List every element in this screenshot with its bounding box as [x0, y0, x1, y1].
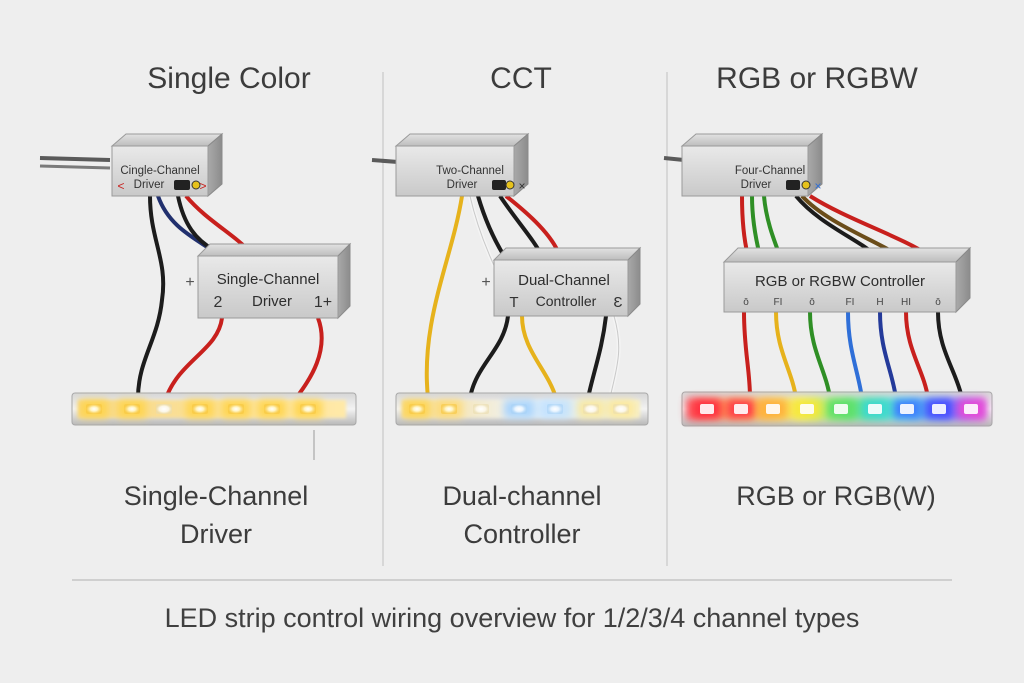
led-cores [86, 404, 316, 414]
marker-left: < [117, 179, 124, 193]
bottom-label-line: Dual-channel [442, 481, 602, 511]
led-cores [700, 404, 978, 414]
mid-label-line2: Controller [536, 293, 597, 309]
driver-label-line2: Driver [447, 179, 478, 191]
mid-side-marker: + [185, 274, 194, 291]
wire-black [794, 194, 878, 258]
wire-yellow [774, 311, 798, 399]
mid-label-line1: Single-Channel [217, 271, 320, 288]
column-title-rgb: RGB or RGBW [716, 62, 918, 95]
column-single-color: Cingle-Channel Driver < > Single-Channel… [39, 132, 357, 460]
driver-label-line2: Driver [741, 179, 772, 191]
input-cable [371, 158, 399, 164]
wire-black [498, 194, 544, 257]
led-cores [409, 404, 629, 414]
input-cable [663, 156, 685, 162]
marker-right: > [199, 179, 206, 193]
wire-black [468, 315, 510, 399]
wire-black [936, 311, 964, 399]
mid-controller-box: Dual-Channel Controller T Ɛ + [481, 246, 642, 318]
bottom-label-rgb: RGB or RGB(W) [686, 477, 986, 515]
wire-navy [878, 311, 898, 399]
rgb-controller-box: RGB or RGBW Controller ō FI ō FI H HI ō [722, 246, 972, 314]
wire-red [740, 195, 750, 257]
marker-right: × [518, 179, 525, 193]
svg-text:HI: HI [901, 297, 911, 308]
top-driver-box: Four-Channel Driver × [680, 132, 824, 198]
mid-marker-right: Ɛ [613, 294, 622, 311]
wire-blue [846, 311, 864, 399]
driver-label-line1: Four-Channel [735, 165, 805, 177]
wire-yellow [520, 315, 558, 399]
wire-red [294, 317, 324, 400]
wire-brown [800, 194, 902, 258]
wire-green [762, 195, 782, 257]
wire-black [586, 315, 608, 399]
top-driver-box: Two-Channel Driver × [394, 132, 530, 198]
driver-label-line1: Two-Channel [436, 165, 504, 177]
svg-text:ō: ō [743, 297, 749, 308]
column-title-single-color: Single Color [147, 62, 311, 95]
input-cable [39, 164, 111, 170]
bottom-label-line: RGB or RGB(W) [736, 481, 936, 511]
wire-green [808, 311, 832, 399]
bottom-label-line: Driver [180, 519, 252, 549]
led-strip-cct [395, 392, 649, 426]
bottom-label-dual: Dual-channel Controller [372, 477, 672, 553]
mid-marker-left: T [509, 294, 518, 311]
wire-white-edge [609, 315, 620, 399]
wire-red [504, 194, 562, 257]
mid-side-marker: + [481, 274, 490, 291]
led-strip-single-color [71, 392, 357, 460]
wire-green [750, 195, 762, 257]
bottom-label-single: Single-Channel Driver [66, 477, 366, 553]
mid-label-line2: Driver [252, 293, 292, 310]
marker-right: × [814, 179, 821, 193]
svg-text:H: H [876, 297, 883, 308]
mid-driver-box: Single-Channel Driver 2 1+ + [185, 242, 352, 320]
top-driver-box: Cingle-Channel Driver < > [110, 132, 224, 198]
mid-marker-right: 1+ [314, 294, 332, 311]
mid-marker-left: 2 [214, 294, 223, 311]
mid-label-line1: Dual-Channel [518, 272, 610, 289]
wire-yellow [424, 195, 464, 399]
svg-text:FI: FI [846, 297, 855, 308]
svg-text:ō: ō [809, 297, 815, 308]
driver-label-line1: Cingle-Channel [120, 165, 199, 177]
footer-caption: LED strip control wiring overview for 1/… [164, 603, 860, 633]
input-cable [39, 156, 111, 162]
controller-label: RGB or RGBW Controller [755, 273, 925, 290]
wire-red [904, 311, 930, 399]
terminal-markers: ō FI ō FI H HI ō [743, 297, 941, 308]
led-strip-rgb [681, 391, 993, 427]
column-rgb: Four-Channel Driver × RGB or RGBW Contro… [663, 132, 993, 427]
svg-text:FI: FI [774, 297, 783, 308]
column-cct: Two-Channel Driver × Dual-Channel Contro… [371, 132, 649, 426]
wire-red [742, 311, 752, 399]
svg-text:ō: ō [935, 297, 941, 308]
column-title-cct: CCT [490, 62, 552, 95]
driver-label-line2: Driver [134, 179, 165, 191]
wire-black [136, 195, 166, 399]
bottom-label-line: Controller [463, 519, 581, 549]
wire-red [164, 317, 224, 399]
bottom-label-line: Single-Channel [123, 481, 309, 511]
